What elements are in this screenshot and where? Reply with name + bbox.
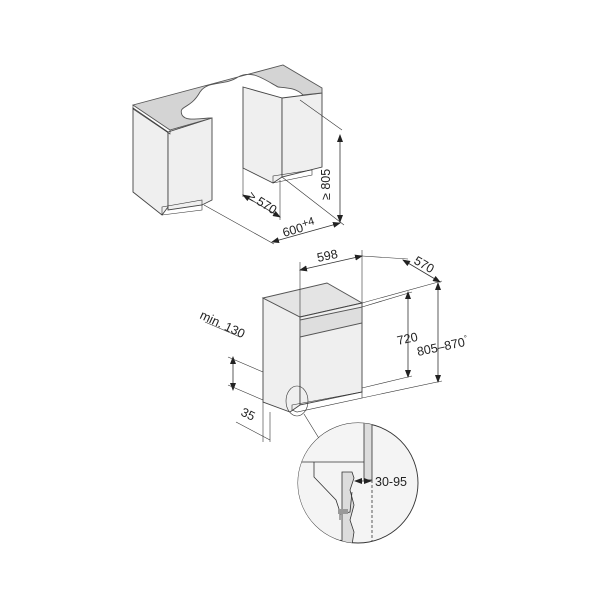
niche-depth-label: ≥ 570 xyxy=(245,189,279,217)
appliance-side xyxy=(262,297,301,413)
niche-height-label: ≥ 805 xyxy=(319,169,333,200)
niche-width-dimension xyxy=(271,221,341,244)
control-panel xyxy=(299,306,363,338)
cabinet-niche-drawing xyxy=(131,64,323,216)
detail-marker-circle xyxy=(285,385,309,417)
gap-label: 30-95 xyxy=(375,475,407,489)
total-height-text: 805–870° xyxy=(416,333,470,358)
countertop xyxy=(131,64,323,131)
niche-width-text: 600+4 xyxy=(280,215,317,240)
left-cabinet-front xyxy=(167,117,213,211)
appliance-depth-label: 570 xyxy=(412,253,437,276)
niche-depth-dimension xyxy=(242,194,281,218)
appliance-width-dimension xyxy=(299,254,363,272)
appliance-width-label: 598 xyxy=(316,247,339,265)
plinth xyxy=(291,391,363,413)
plinth-label: 35 xyxy=(239,405,258,424)
appliance-depth-dimension xyxy=(402,259,441,283)
appliance-drawing xyxy=(261,282,364,441)
side-clearance-label: min. 130 xyxy=(198,308,247,341)
door-height-label: 720 xyxy=(396,330,419,348)
right-cabinet-front xyxy=(281,92,323,178)
detail-view: 30-95 xyxy=(297,422,419,544)
appliance-door-panel xyxy=(341,471,355,543)
right-cabinet-side xyxy=(242,86,283,184)
left-cabinet-side xyxy=(132,107,169,216)
cabinet-panel xyxy=(363,423,373,481)
